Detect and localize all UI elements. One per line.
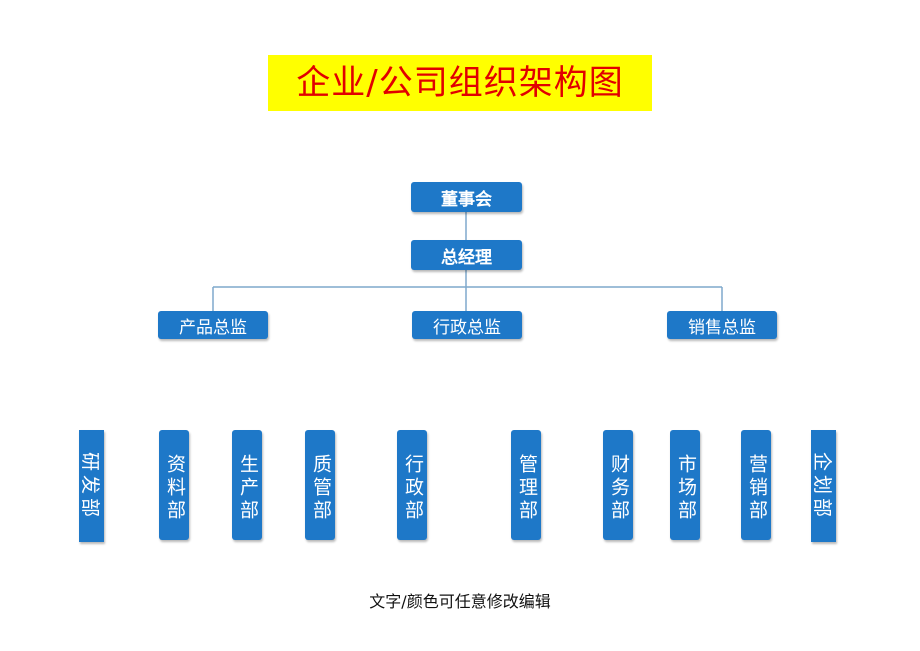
dept-box-data: 资料部 bbox=[159, 430, 189, 540]
dept-box-market: 市场部 bbox=[670, 430, 700, 540]
dept-label-rnd: 研发部 bbox=[79, 451, 102, 521]
dept-box-administration: 行政部 bbox=[397, 430, 427, 540]
general-manager-box: 总经理 bbox=[411, 240, 522, 270]
dept-box-planning: 企划部 bbox=[811, 430, 836, 542]
board-box: 董事会 bbox=[411, 182, 522, 212]
dept-box-finance: 财务部 bbox=[603, 430, 633, 540]
dept-box-quality: 质管部 bbox=[305, 430, 335, 540]
dept-box-management: 管理部 bbox=[511, 430, 541, 540]
director-box-sales: 销售总监 bbox=[667, 311, 777, 339]
footer-note: 文字/颜色可任意修改编辑 bbox=[369, 592, 551, 611]
dept-box-marketing: 营销部 bbox=[741, 430, 771, 540]
chart-title: 企业/公司组织架构图 bbox=[268, 55, 652, 111]
dept-box-rnd: 研发部 bbox=[79, 430, 104, 542]
director-box-product: 产品总监 bbox=[158, 311, 268, 339]
director-box-admin: 行政总监 bbox=[412, 311, 522, 339]
dept-label-planning: 企划部 bbox=[811, 451, 834, 521]
dept-box-production: 生产部 bbox=[232, 430, 262, 540]
